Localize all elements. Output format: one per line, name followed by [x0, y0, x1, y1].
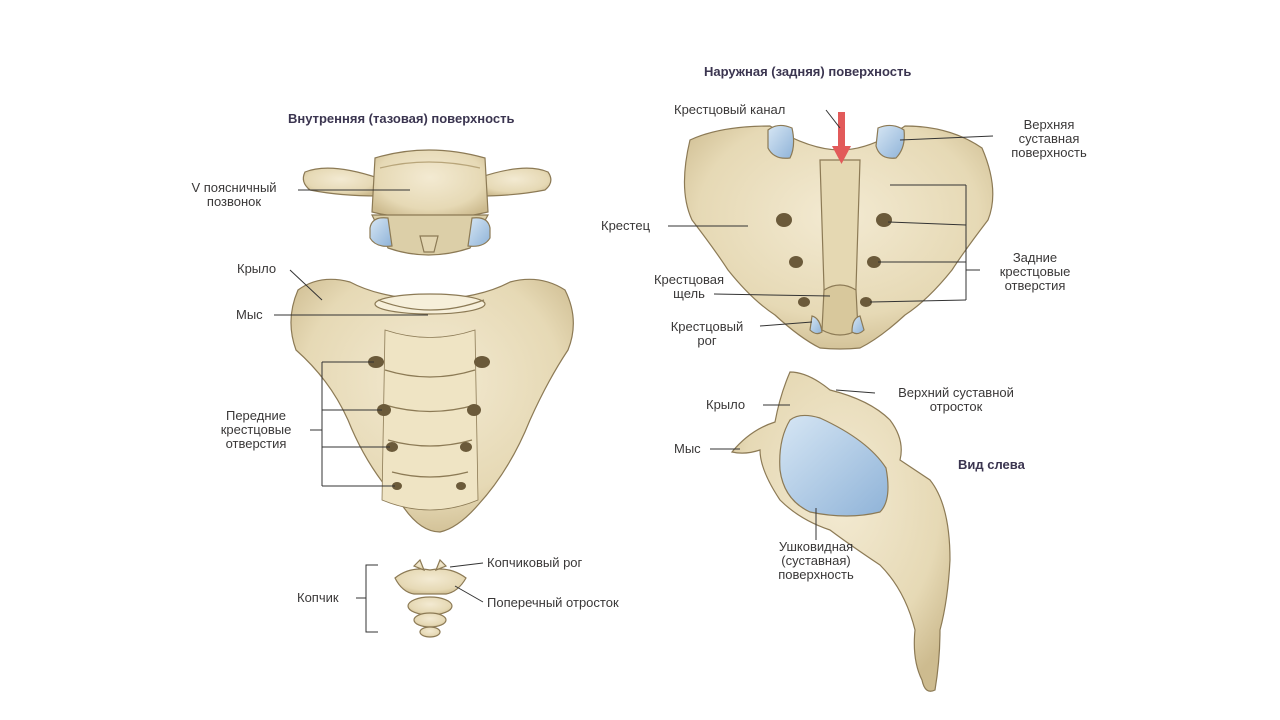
- lumbar-vertebra-illustration: [303, 150, 551, 255]
- label-coccyx: Копчик: [297, 591, 339, 605]
- title-outer-surface: Наружная (задняя) поверхность: [704, 64, 911, 79]
- label-transverse-process: Поперечный отросток: [487, 596, 619, 610]
- title-left-view: Вид слева: [958, 457, 1025, 472]
- label-sacral-canal: Крестцовый канал: [674, 103, 785, 117]
- label-promontory-lateral: Мыс: [674, 442, 701, 456]
- label-auricular-surface: Ушковидная(суставная)поверхность: [756, 540, 876, 582]
- sacrum-anterior-illustration: [291, 279, 573, 532]
- sacrum-posterior-illustration: [684, 125, 992, 349]
- label-promontory: Мыс: [236, 308, 263, 322]
- coccyx-illustration: [395, 560, 466, 637]
- label-wing: Крыло: [237, 262, 276, 276]
- label-coccygeal-horn: Копчиковый рог: [487, 556, 582, 570]
- label-sacrum: Крестец: [601, 219, 650, 233]
- title-inner-surface: Внутренняя (тазовая) поверхность: [288, 111, 514, 126]
- sacrum-lateral-illustration: [732, 372, 950, 691]
- label-wing-lateral: Крыло: [706, 398, 745, 412]
